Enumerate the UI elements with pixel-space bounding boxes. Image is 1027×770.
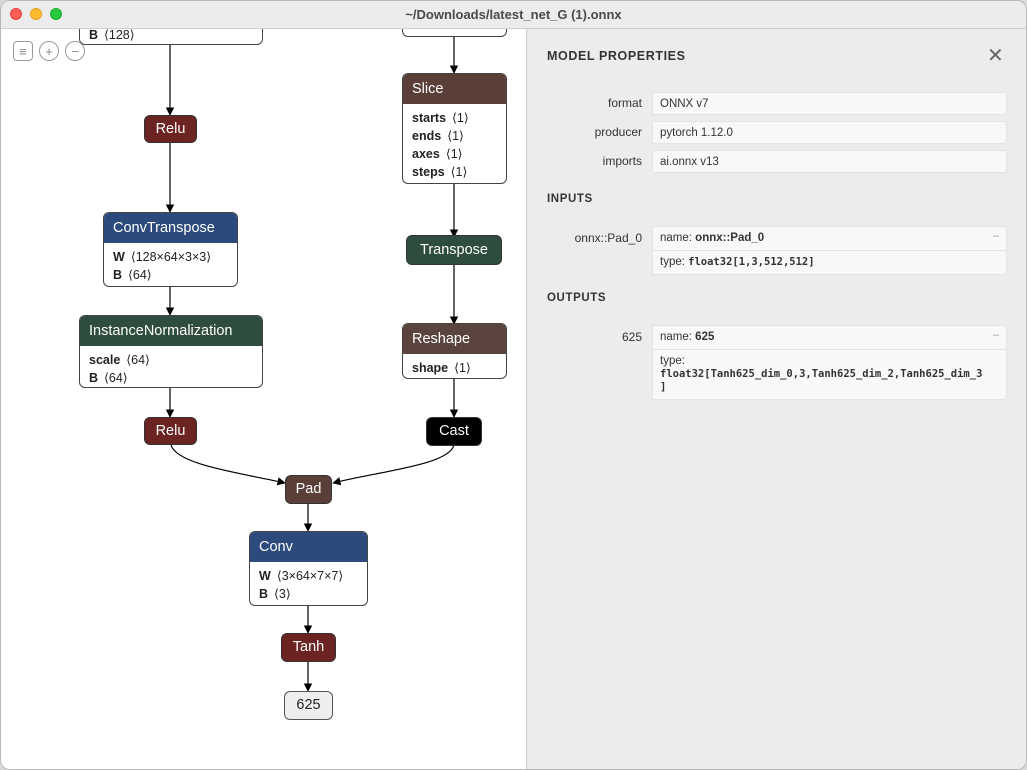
window-minimize-button[interactable] (30, 8, 42, 20)
node-attribute: B⟨128⟩ (89, 29, 135, 42)
input-type-row: type: float32[1,3,512,512] (653, 250, 1006, 274)
output-type-row: type: float32[Tanh625_dim_0,3,Tanh625_di… (653, 349, 1006, 399)
node-relu[interactable]: Relu (144, 417, 197, 445)
node-title: Reshape (403, 324, 506, 354)
edge (170, 444, 286, 486)
input-label: onnx::Pad_0 (574, 231, 642, 245)
node-relu[interactable]: Relu (144, 115, 197, 143)
output-name-row: name: 625 – (660, 329, 999, 343)
node-attribute: scale⟨64⟩ (89, 353, 150, 367)
node-reshape[interactable]: Reshape shape⟨1⟩ (402, 323, 507, 379)
node-pad[interactable]: Pad (285, 475, 332, 504)
close-icon[interactable]: ✕ (987, 45, 1004, 67)
graph-canvas[interactable]: B⟨128⟩ Relu ConvTranspose W⟨128×64×3×3⟩ … (1, 29, 526, 769)
node-output[interactable]: 625 (284, 691, 333, 720)
node-tanh[interactable]: Tanh (281, 633, 336, 662)
node-conv[interactable]: Conv W⟨3×64×7×7⟩ B⟨3⟩ (249, 531, 368, 606)
collapse-toggle[interactable]: – (992, 230, 999, 242)
input-name-row: name: onnx::Pad_0 – (660, 230, 999, 244)
node-transpose[interactable]: Transpose (406, 235, 502, 265)
output-type: float32[Tanh625_dim_0,3,Tanh625_dim_2,Ta… (660, 368, 983, 393)
graph-edges (165, 37, 459, 692)
inputs-section-title: INPUTS (547, 193, 593, 205)
node-slice[interactable]: Slice starts⟨1⟩ ends⟨1⟩ axes⟨1⟩ steps⟨1⟩ (402, 73, 507, 184)
node-title: ConvTranspose (104, 213, 237, 243)
graph-node-partial[interactable] (402, 29, 507, 37)
collapse-toggle[interactable]: – (992, 329, 999, 341)
property-value-format: ONNX v7 (652, 92, 1007, 115)
input-type: float32[1,3,512,512] (688, 256, 815, 268)
node-attribute: starts⟨1⟩ (412, 111, 469, 125)
property-value-producer: pytorch 1.12.0 (652, 121, 1007, 144)
node-cast[interactable]: Cast (426, 417, 482, 446)
node-attribute: B⟨3⟩ (259, 587, 291, 601)
edge (332, 444, 455, 486)
window-title: ~/Downloads/latest_net_G (1).onnx (405, 7, 622, 22)
property-label-format: format (607, 96, 642, 110)
panel-title: MODEL PROPERTIES (547, 49, 686, 63)
node-attribute: B⟨64⟩ (113, 268, 152, 282)
node-attribute: B⟨64⟩ (89, 371, 128, 385)
output-label: 625 (621, 330, 642, 344)
property-label-imports: imports (602, 154, 642, 168)
outputs-section-title: OUTPUTS (547, 292, 607, 304)
node-attribute: ends⟨1⟩ (412, 129, 464, 143)
output-details: name: 625 – type: float32[Tanh625_dim_0,… (652, 325, 1007, 400)
graph-node-partial[interactable]: B⟨128⟩ (79, 29, 263, 45)
input-details: name: onnx::Pad_0 – type: float32[1,3,51… (652, 226, 1007, 275)
model-properties-panel: MODEL PROPERTIES ✕ format ONNX v7 produc… (526, 29, 1026, 769)
property-label-producer: producer (594, 125, 642, 139)
node-attribute: axes⟨1⟩ (412, 147, 463, 161)
node-convtranspose[interactable]: ConvTranspose W⟨128×64×3×3⟩ B⟨64⟩ (103, 212, 238, 287)
input-name: onnx::Pad_0 (695, 232, 765, 244)
node-attribute: steps⟨1⟩ (412, 165, 468, 179)
zoom-in-icon[interactable]: + (39, 41, 59, 61)
node-title: InstanceNormalization (80, 316, 262, 346)
graph-toolbar: ≡ + − (13, 41, 85, 61)
output-name: 625 (695, 331, 715, 343)
node-attribute: shape⟨1⟩ (412, 361, 471, 375)
node-attribute: W⟨3×64×7×7⟩ (259, 569, 344, 583)
node-instancenormalization[interactable]: InstanceNormalization scale⟨64⟩ B⟨64⟩ (79, 315, 263, 388)
zoom-out-icon[interactable]: − (65, 41, 85, 61)
node-title: Conv (250, 532, 367, 562)
window-close-button[interactable] (10, 8, 22, 20)
window-maximize-button[interactable] (50, 8, 62, 20)
title-bar: ~/Downloads/latest_net_G (1).onnx (1, 1, 1026, 29)
property-value-imports: ai.onnx v13 (652, 150, 1007, 173)
node-attribute: W⟨128×64×3×3⟩ (113, 250, 212, 264)
node-title: Slice (403, 74, 506, 104)
menu-icon[interactable]: ≡ (13, 41, 33, 61)
